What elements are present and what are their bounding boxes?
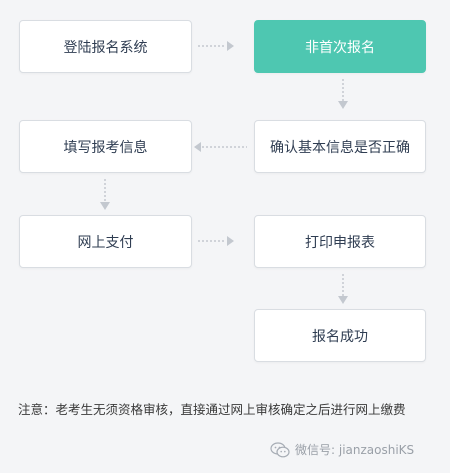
arrowhead-right bbox=[227, 41, 234, 51]
step-confirm-info: 确认基本信息是否正确 bbox=[254, 120, 426, 173]
step-non-first-registration: 非首次报名 bbox=[254, 20, 426, 73]
arrowhead-down bbox=[338, 296, 348, 304]
note-text: 注意：老考生无须资格审核，直接通过网上审核确定之后进行网上缴费 bbox=[18, 402, 406, 417]
step-print-form: 打印申报表 bbox=[254, 215, 426, 268]
step-login: 登陆报名系统 bbox=[19, 20, 192, 73]
watermark-text: 微信号: jianzaoshiKS bbox=[295, 443, 415, 457]
arrowhead-right bbox=[227, 236, 234, 246]
wechat-watermark: 微信号: jianzaoshiKS bbox=[270, 441, 414, 458]
arrowhead-left bbox=[194, 142, 201, 152]
step-pay-online: 网上支付 bbox=[19, 215, 192, 268]
arrowhead-down bbox=[338, 101, 348, 109]
arrowhead-down bbox=[100, 202, 110, 210]
step-fill-info: 填写报考信息 bbox=[19, 120, 192, 173]
step-success: 报名成功 bbox=[254, 309, 426, 362]
wechat-icon bbox=[270, 441, 290, 457]
